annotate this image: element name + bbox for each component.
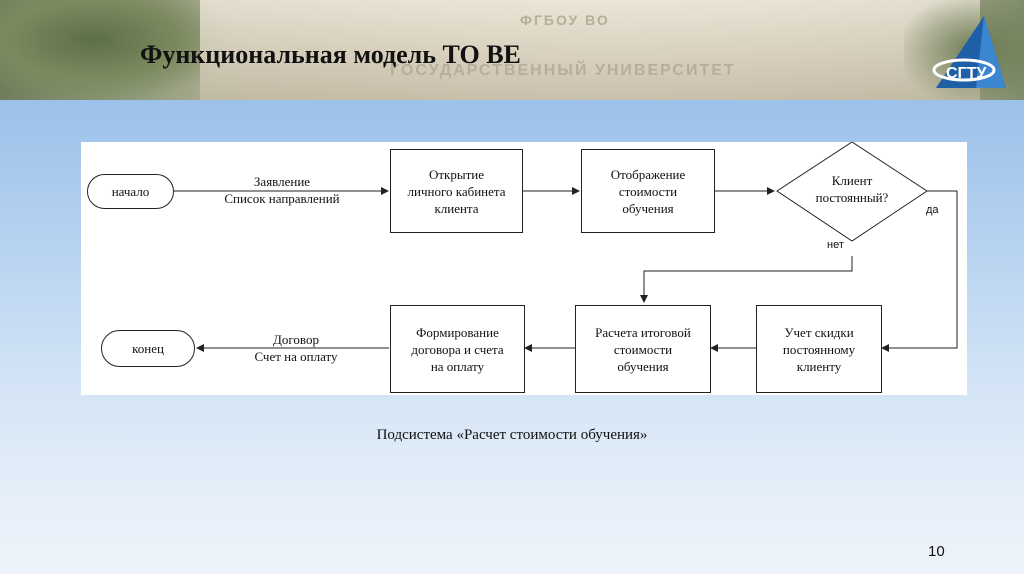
header-photo-banner: ФГБОУ ВО ГОСУДАРСТВЕННЫЙ УНИВЕРСИТЕТ: [0, 0, 1024, 100]
node-discount: Учет скидки постоянному клиенту: [756, 305, 882, 393]
edge-label-input: Заявление Список направлений: [207, 173, 357, 207]
node-contract-line3: на оплату: [430, 358, 485, 374]
node-decision-label: Клиент постоянный?: [792, 172, 912, 206]
university-logo-icon: СГТУ: [932, 16, 1006, 88]
edge-label-output-line1: Договор: [273, 332, 319, 347]
edge-label-output: Договор Счет на оплату: [231, 331, 361, 365]
node-calc-total-line3: обучения: [617, 358, 669, 374]
edge-label-input-line2: Список направлений: [224, 191, 340, 206]
node-contract-line1: Формирование: [416, 324, 499, 340]
node-calc-total-line2: стоимости: [613, 341, 673, 357]
node-show-cost-line2: стоимости: [618, 183, 678, 199]
node-open-cabinet-line2: личного кабинета: [407, 183, 506, 199]
node-show-cost-line1: Отображение: [610, 166, 686, 182]
diagram-connectors: [174, 142, 958, 352]
node-calc-total-line1: Расчета итоговой: [595, 324, 691, 340]
slide-title: Функциональная модель ТО ВЕ: [140, 40, 521, 69]
node-end: конец: [101, 330, 195, 367]
page-number: 10: [928, 543, 945, 560]
arrow-decision-no-to-calc: [640, 256, 853, 303]
slide-caption: Подсистема «Расчет стоимости обучения»: [376, 427, 648, 443]
node-discount-line3: клиенту: [796, 358, 842, 374]
edge-label-output-line2: Счет на оплату: [254, 349, 338, 364]
node-open-cabinet-line1: Открытие: [428, 166, 485, 182]
node-calc-total: Расчета итоговой стоимости обучения: [575, 305, 711, 393]
node-open-cabinet: Открытие личного кабинета клиента: [390, 149, 523, 233]
trees-left: [0, 0, 230, 100]
node-start: начало: [87, 174, 174, 209]
node-show-cost-line3: обучения: [622, 200, 674, 216]
node-open-cabinet-line3: клиента: [434, 200, 479, 216]
node-contract-line2: договора и счета: [411, 341, 504, 357]
building-facade: [200, 0, 980, 100]
decision-diamond: [776, 142, 928, 242]
building-text-top: ФГБОУ ВО: [520, 12, 610, 28]
diagram-panel: начало Заявление Список направлений Откр…: [81, 142, 967, 395]
edge-label-yes: да: [926, 204, 939, 216]
node-decision-line1: Клиент: [831, 173, 873, 188]
node-contract: Формирование договора и счета на оплату: [390, 305, 525, 393]
arrow-decision-yes-to-discount: [881, 190, 958, 352]
edge-label-no: нет: [827, 239, 844, 251]
node-discount-line1: Учет скидки: [784, 324, 854, 340]
logo-text: СГТУ: [946, 65, 987, 82]
node-discount-line2: постоянному: [782, 341, 856, 357]
node-decision-line2: постоянный?: [815, 190, 889, 205]
building-text-bottom: ГОСУДАРСТВЕННЫЙ УНИВЕРСИТЕТ: [390, 62, 736, 79]
node-show-cost: Отображение стоимости обучения: [581, 149, 715, 233]
edge-label-input-line1: Заявление: [253, 174, 311, 189]
